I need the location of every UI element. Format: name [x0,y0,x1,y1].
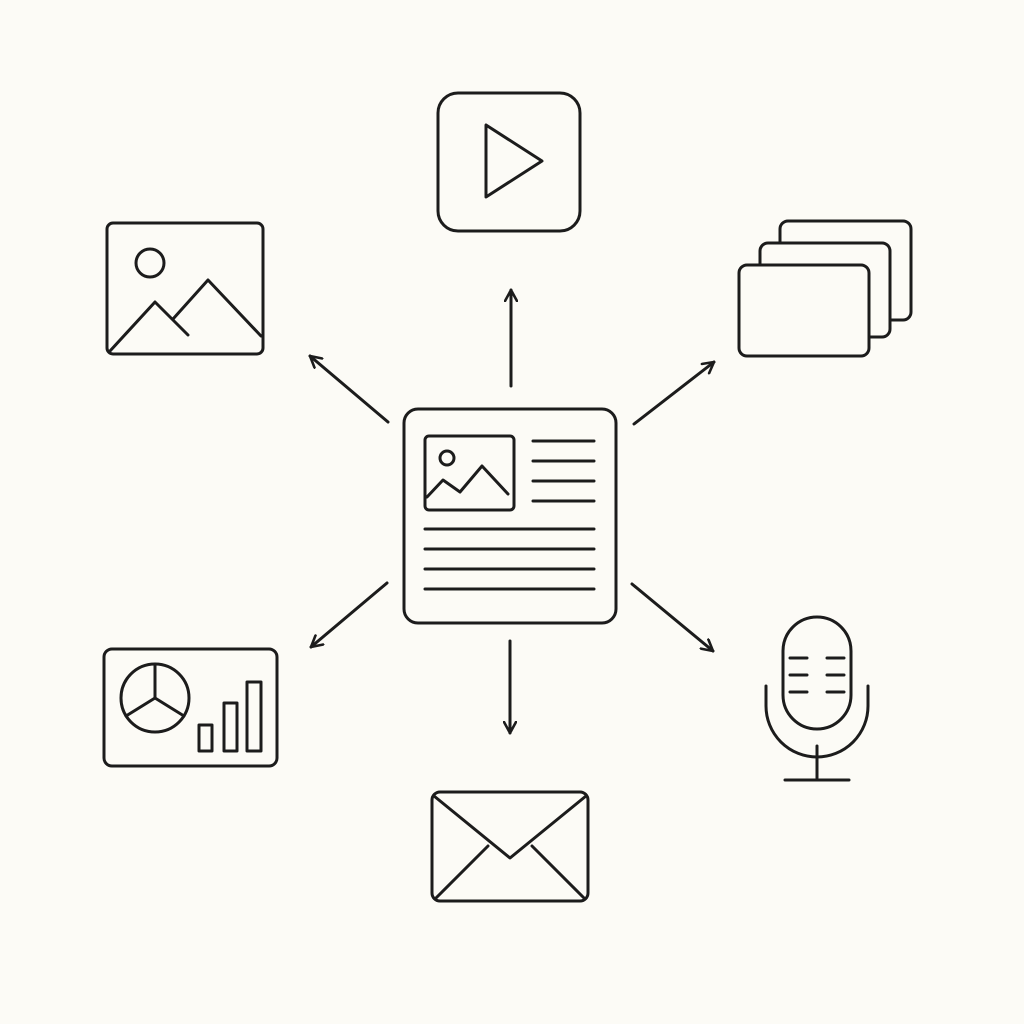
microphone-podcast-icon [764,615,870,782]
arrow-to-slides [632,360,716,426]
video-play-icon [436,91,582,233]
arrow-to-image [308,354,390,424]
arrow-to-microphone [630,582,715,653]
arrows [308,288,716,735]
arrow-to-dashboard [309,581,389,649]
slides-stack-icon [737,219,913,358]
dashboard-chart-icon [102,647,279,768]
email-envelope-icon [430,790,590,903]
article-document-icon [402,407,618,625]
image-picture-icon [105,221,265,356]
